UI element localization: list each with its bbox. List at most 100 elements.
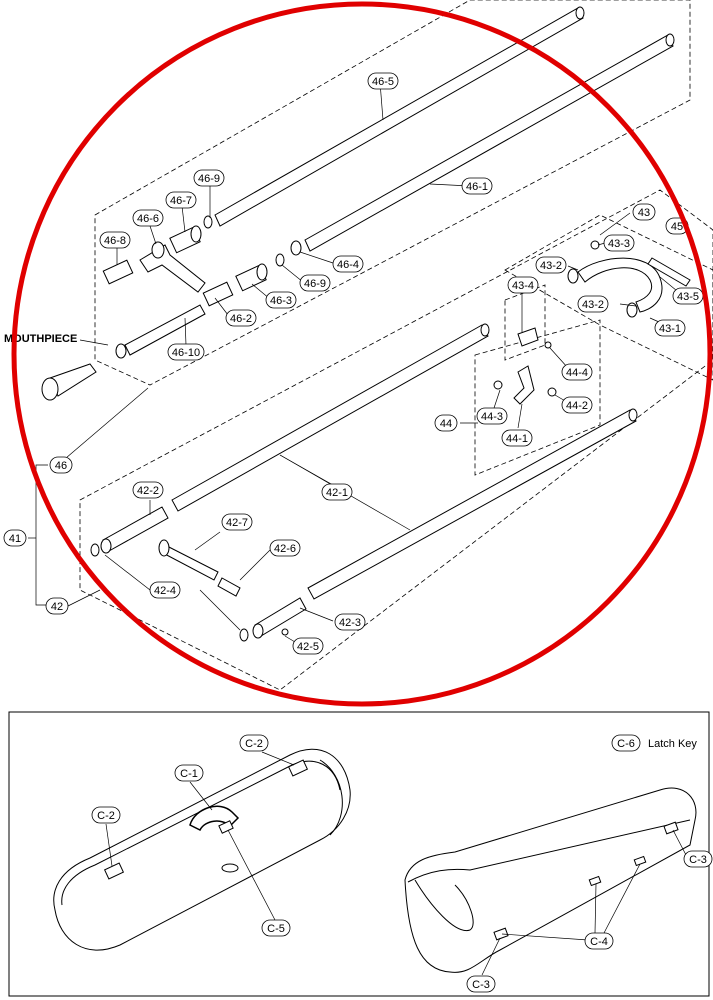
label-43-3: 43-3 (603, 234, 635, 252)
svg-text:45: 45 (671, 221, 683, 233)
label-42-3: 42-3 (334, 613, 366, 631)
svg-text:42: 42 (51, 601, 63, 613)
part-46-4 (290, 240, 302, 256)
part-46-3-end (256, 263, 268, 281)
svg-text:43: 43 (638, 207, 650, 219)
ring-42-4-lower (239, 628, 249, 642)
svg-text:42-4: 42-4 (154, 585, 176, 597)
label-46-4: 46-4 (332, 255, 364, 273)
case-left (53, 748, 351, 951)
label-46-10: 46-10 (167, 343, 205, 361)
case-left-latch-b (287, 759, 309, 777)
label-43: 43 (632, 203, 656, 221)
svg-text:46-10: 46-10 (172, 347, 200, 359)
svg-text:43-3: 43-3 (608, 238, 630, 250)
label-42-5: 42-5 (292, 637, 324, 655)
label-44: 44 (434, 414, 458, 432)
tube-46-1 (304, 34, 674, 252)
svg-text:46-9: 46-9 (198, 173, 220, 185)
svg-text:46-8: 46-8 (104, 235, 126, 247)
svg-text:42-1: 42-1 (326, 487, 348, 499)
svg-text:46-7: 46-7 (170, 195, 192, 207)
label-43-5: 43-5 (672, 287, 704, 305)
tube-42-3-end (252, 623, 264, 639)
svg-text:C-4: C-4 (590, 936, 608, 948)
group-46-outline (94, 0, 691, 386)
svg-text:42-3: 42-3 (339, 617, 361, 629)
svg-text:42-5: 42-5 (297, 641, 319, 653)
label-44-3: 44-3 (476, 407, 508, 425)
tube-42-lower (307, 409, 637, 600)
svg-text:C-6: C-6 (617, 738, 635, 750)
case-right-latch-a (663, 821, 679, 835)
case-labels: C-1 C-2 C-2 C-5 C-3 C-3 C-4 C-6 (91, 734, 713, 993)
svg-text:43-2: 43-2 (540, 260, 562, 272)
label-42: 42 (45, 597, 69, 615)
label-46-9-upper: 46-9 (193, 169, 225, 187)
label-42-7: 42-7 (221, 513, 253, 531)
svg-text:43-4: 43-4 (512, 280, 534, 292)
case-right-hinge-b (633, 855, 647, 867)
ring-46-9-lower (275, 253, 285, 267)
group-44-outline (474, 319, 601, 476)
label-46: 46 (49, 456, 73, 474)
tube-46-10-end (115, 343, 127, 359)
tube-42-upper (171, 324, 489, 512)
case-left-handle (189, 805, 240, 832)
svg-text:42-6: 42-6 (274, 543, 296, 555)
part-44-2 (547, 387, 557, 397)
label-c-6: C-6 (611, 734, 641, 752)
case-left-body (53, 748, 351, 951)
group-46-parts (102, 6, 675, 359)
label-42-1: 42-1 (321, 483, 353, 501)
ring-46-9-upper (203, 215, 213, 229)
part-43-5 (647, 257, 691, 287)
label-43-2-upper: 43-2 (535, 256, 567, 274)
part-43-2-ring-a (567, 268, 579, 284)
part-44-4 (544, 341, 552, 349)
part-46-8 (102, 259, 134, 285)
mouthpiece-cup (41, 377, 59, 401)
label-44-4: 44-4 (561, 363, 593, 381)
group-43-44-parts (493, 240, 691, 405)
svg-text:44-4: 44-4 (566, 367, 588, 379)
label-c-2-top: C-2 (239, 734, 269, 752)
tube-42-2-end (100, 538, 112, 554)
case-right-top (407, 819, 691, 883)
tube-46-5 (214, 7, 584, 227)
label-44-1: 44-1 (501, 429, 533, 447)
tube-42-upper-end (480, 323, 490, 337)
label-46-5: 46-5 (367, 72, 399, 90)
case-left-latch-a (103, 862, 125, 880)
svg-text:46-9: 46-9 (304, 278, 326, 290)
svg-text:44-3: 44-3 (481, 411, 503, 423)
svg-text:42-2: 42-2 (137, 485, 159, 497)
part-42-7-head (158, 539, 170, 557)
part-44-1 (513, 365, 535, 405)
group-42-parts (90, 323, 638, 642)
svg-text:43-5: 43-5 (677, 291, 699, 303)
svg-text:C-2: C-2 (97, 810, 115, 822)
label-46-3: 46-3 (265, 291, 297, 309)
label-42-6: 42-6 (269, 539, 301, 557)
svg-text:41: 41 (9, 533, 21, 545)
part-42-5 (281, 628, 289, 636)
case-left-logo (221, 863, 239, 873)
label-c-2-left: C-2 (91, 806, 121, 824)
svg-text:C-1: C-1 (180, 768, 198, 780)
tube-46-10 (124, 304, 206, 356)
label-43-4: 43-4 (507, 276, 539, 294)
ring-42-4-upper (90, 543, 100, 557)
part-42-7 (160, 544, 219, 581)
case-left-end (319, 759, 343, 836)
part-labels: 46-5 46-1 46-9 46-7 46-6 46-8 46-4 46-9 … (3, 72, 704, 655)
svg-text:C-5: C-5 (267, 923, 285, 935)
svg-text:46-4: 46-4 (337, 259, 359, 271)
svg-text:46: 46 (55, 460, 67, 472)
svg-text:46-5: 46-5 (372, 76, 394, 88)
part-43-4 (517, 327, 539, 347)
svg-text:C-2: C-2 (245, 738, 263, 750)
svg-text:44: 44 (440, 418, 452, 430)
case-right-body (404, 787, 697, 973)
